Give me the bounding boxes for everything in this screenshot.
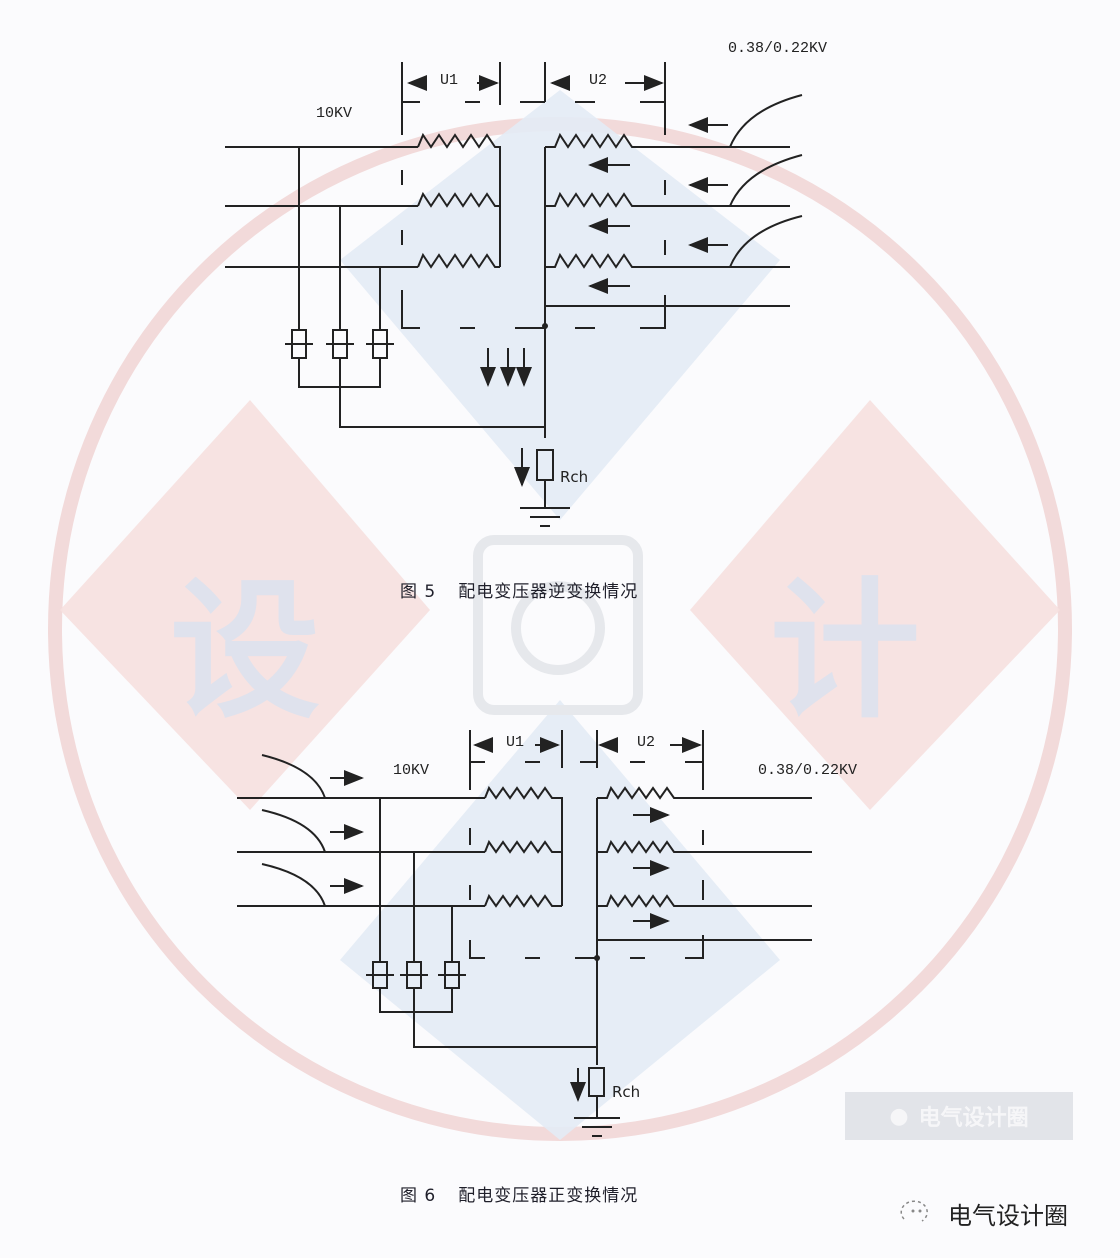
- fig5-caption-text: 配电变压器逆变换情况: [458, 582, 639, 602]
- fig6-u1-label: U1: [506, 734, 525, 751]
- footer-brand: 电气设计圈: [900, 1196, 1068, 1231]
- fig6-caption-number: 图 6: [400, 1186, 437, 1206]
- wechat-icon: [900, 1199, 928, 1222]
- fig6-caption-text: 配电变压器正变换情况: [458, 1186, 639, 1206]
- watermark-badge-text: 电气设计圈: [918, 1106, 1029, 1131]
- fig6-u2-label: U2: [637, 734, 656, 751]
- fig5-u2-label: U2: [589, 72, 608, 89]
- footer-brand-text: 电气设计圈: [948, 1202, 1068, 1230]
- watermark-char-right: 计: [770, 565, 921, 739]
- fig6-lv-label: 0.38/0.22KV: [758, 762, 858, 779]
- fig5-hv-label: 10KV: [316, 105, 353, 122]
- fig5-lv-label: 0.38/0.22KV: [728, 40, 828, 57]
- watermark-badge: ● 电气设计圈: [845, 1092, 1073, 1140]
- fig5-caption-number: 图 5: [400, 582, 437, 602]
- fig5-caption: 图 5 配电变压器逆变换情况: [400, 577, 638, 602]
- fig5-resistor-label: Rch: [560, 468, 589, 486]
- wechat-icon: ●: [889, 1103, 909, 1129]
- fig5-u1-label: U1: [440, 72, 459, 89]
- fig6-hv-label: 10KV: [393, 762, 430, 779]
- fig6-resistor-label: Rch: [612, 1083, 641, 1101]
- watermark-char-left: 设: [170, 565, 321, 739]
- fig6-caption: 图 6 配电变压器正变换情况: [400, 1181, 638, 1206]
